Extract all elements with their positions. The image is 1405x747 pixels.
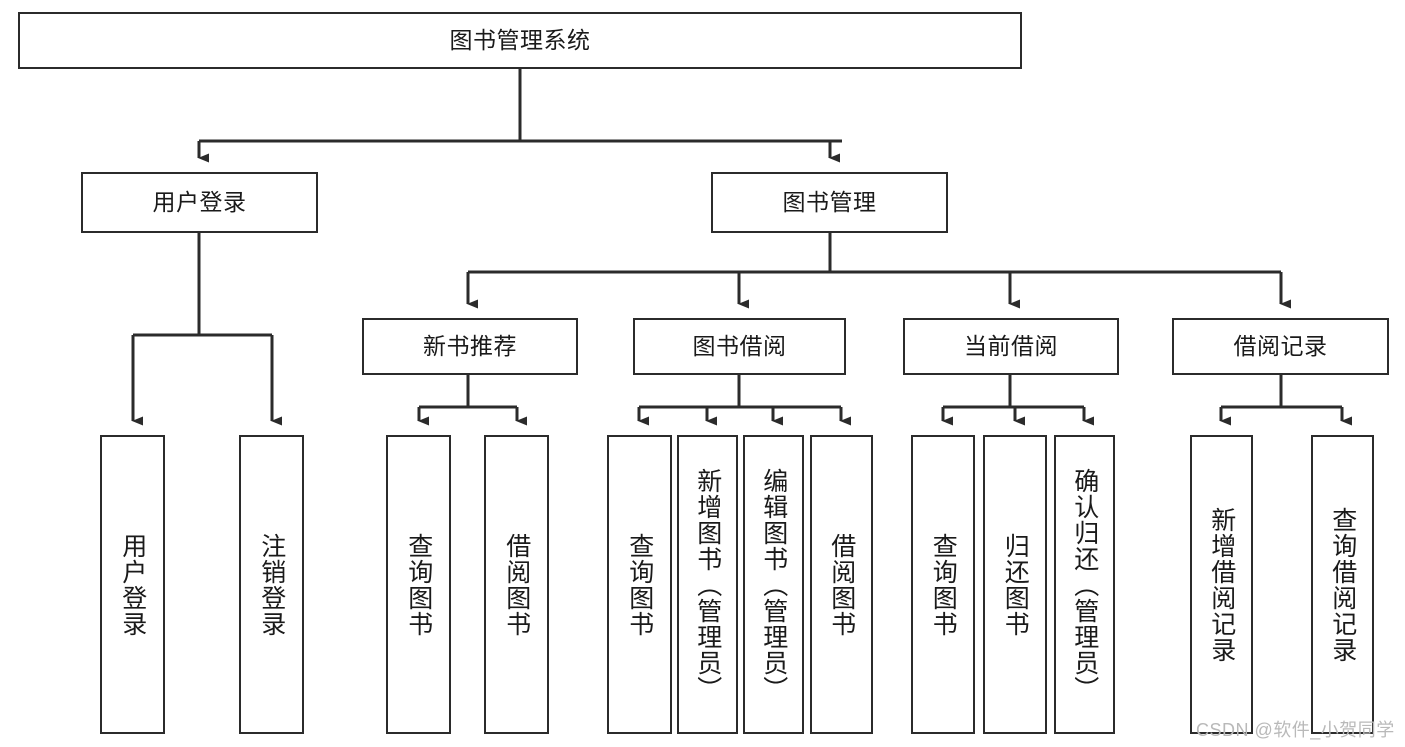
node-leaf-return-book[interactable]: 归还图书 [983, 435, 1047, 734]
node-leaf-borrow-book-2[interactable]: 借阅图书 [810, 435, 873, 734]
node-borrow-record-label: 借阅记录 [1233, 332, 1328, 359]
node-leaf-query-book-1-label: 查询图书 [404, 532, 433, 637]
node-leaf-query-book-3[interactable]: 查询图书 [911, 435, 975, 734]
node-leaf-query-book-1[interactable]: 查询图书 [386, 435, 451, 734]
node-leaf-query-book-2[interactable]: 查询图书 [607, 435, 672, 734]
node-leaf-user-login[interactable]: 用户登录 [100, 435, 165, 734]
node-borrow-record[interactable]: 借阅记录 [1172, 318, 1389, 375]
node-leaf-return-book-label: 归还图书 [1001, 532, 1030, 637]
node-current-borrow[interactable]: 当前借阅 [903, 318, 1119, 375]
node-leaf-confirm-return[interactable]: 确认归还（管理员） [1054, 435, 1115, 734]
node-leaf-confirm-return-label: 确认归还（管理员） [1070, 467, 1099, 702]
node-book-manage[interactable]: 图书管理 [711, 172, 948, 233]
node-new-book-recommend[interactable]: 新书推荐 [362, 318, 578, 375]
node-leaf-edit-book-label: 编辑图书（管理员） [759, 467, 788, 702]
node-leaf-query-record[interactable]: 查询借阅记录 [1311, 435, 1374, 734]
node-book-borrow-label: 图书借阅 [692, 332, 787, 359]
node-leaf-borrow-book-2-label: 借阅图书 [827, 532, 856, 637]
node-leaf-borrow-book-1-label: 借阅图书 [502, 532, 531, 637]
node-leaf-query-book-2-label: 查询图书 [625, 532, 654, 637]
node-user-login[interactable]: 用户登录 [81, 172, 318, 233]
node-root-label: 图书管理系统 [449, 26, 591, 53]
node-new-book-recommend-label: 新书推荐 [423, 332, 517, 359]
node-leaf-add-record[interactable]: 新增借阅记录 [1190, 435, 1253, 734]
node-leaf-add-book-label: 新增图书（管理员） [693, 467, 722, 702]
node-leaf-add-book[interactable]: 新增图书（管理员） [677, 435, 738, 734]
node-leaf-user-logout-label: 注销登录 [257, 532, 286, 637]
node-leaf-borrow-book-1[interactable]: 借阅图书 [484, 435, 549, 734]
node-leaf-user-logout[interactable]: 注销登录 [239, 435, 304, 734]
node-leaf-add-record-label: 新增借阅记录 [1207, 506, 1236, 663]
node-book-manage-label: 图书管理 [782, 188, 877, 215]
node-root[interactable]: 图书管理系统 [18, 12, 1022, 69]
node-user-login-label: 用户登录 [152, 188, 247, 215]
watermark: CSDN @软件_小贺同学 [1196, 720, 1395, 740]
node-book-borrow[interactable]: 图书借阅 [633, 318, 846, 375]
node-leaf-edit-book[interactable]: 编辑图书（管理员） [743, 435, 804, 734]
node-leaf-query-book-3-label: 查询图书 [929, 532, 958, 637]
node-leaf-user-login-label: 用户登录 [118, 532, 147, 637]
node-leaf-query-record-label: 查询借阅记录 [1328, 506, 1357, 663]
node-current-borrow-label: 当前借阅 [964, 332, 1058, 359]
